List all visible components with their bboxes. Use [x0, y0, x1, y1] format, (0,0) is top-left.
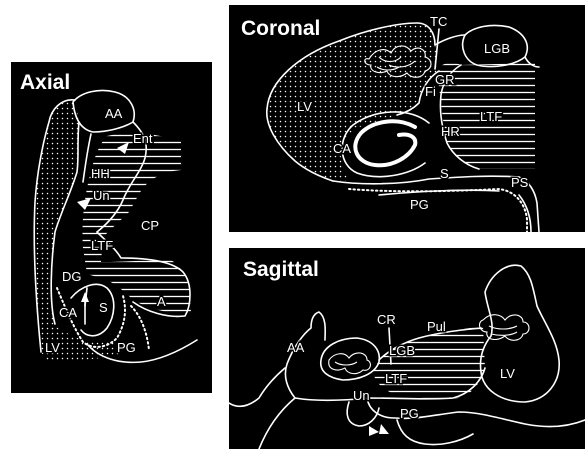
axial-label-pg: PG	[117, 340, 136, 355]
axial-label-aa: AA	[105, 106, 123, 121]
sagittal-choroid-plexus-left	[329, 353, 371, 374]
coronal-diagram: Coronal TC LGB GR Fi LV LTF HR CA S PS P…	[229, 5, 585, 232]
axial-label-a: A	[157, 294, 166, 309]
sagittal-arrowhead-1	[369, 426, 379, 436]
sagittal-diagram: Sagittal CR Pul AA LGB LTF LV Un PG	[229, 248, 585, 449]
sagittal-label-ltf: LTF	[385, 371, 407, 386]
sagittal-label-pul: Pul	[427, 319, 446, 334]
axial-label-hh: HH	[91, 166, 110, 181]
axial-label-ca: CA	[59, 305, 77, 320]
axial-label-cp: CP	[141, 218, 159, 233]
coronal-label-lgb: LGB	[484, 41, 510, 56]
sagittal-label-lgb: LGB	[389, 343, 415, 358]
coronal-label-pg: PG	[410, 197, 429, 212]
coronal-title: Coronal	[241, 17, 320, 40]
axial-aa-region	[73, 90, 134, 132]
axial-label-ent: Ent	[133, 131, 153, 146]
coronal-label-tc: TC	[430, 14, 447, 29]
coronal-lateral-ventricle-region	[266, 23, 439, 181]
axial-label-un: Un	[93, 188, 110, 203]
sagittal-title: Sagittal	[243, 258, 319, 281]
sagittal-label-pg: PG	[400, 406, 419, 421]
axial-panel: Axial AA Ent HH Un CP LTF DG CA S A LV P…	[11, 62, 212, 393]
axial-ltf-region	[82, 131, 191, 314]
axial-label-ltf: LTF	[91, 238, 113, 253]
axial-title: Axial	[20, 71, 70, 94]
coronal-hippocampus-curl	[355, 121, 415, 165]
axial-label-dg: DG	[62, 269, 82, 284]
sagittal-panel: Sagittal CR Pul AA LGB LTF LV Un PG	[229, 248, 585, 449]
coronal-label-fi: Fi	[425, 84, 436, 99]
sagittal-label-un: Un	[353, 388, 370, 403]
sagittal-label-cr: CR	[377, 312, 396, 327]
sagittal-choroid-plexus-right	[480, 315, 529, 341]
coronal-label-ps: PS	[511, 175, 529, 190]
coronal-label-ltf: LTF	[480, 109, 502, 124]
sagittal-label-lv: LV	[500, 366, 515, 381]
axial-diagram: Axial AA Ent HH Un CP LTF DG CA S A LV P…	[11, 62, 212, 393]
sagittal-label-aa: AA	[287, 340, 305, 355]
sagittal-lateral-ventricle-region	[480, 265, 559, 402]
axial-label-s: S	[99, 300, 108, 315]
coronal-label-ca: CA	[333, 141, 351, 156]
coronal-label-gr: GR	[435, 72, 455, 87]
coronal-panel: Coronal TC LGB GR Fi LV LTF HR CA S PS P…	[229, 5, 585, 232]
coronal-label-s: S	[440, 166, 449, 181]
sagittal-arrowhead-2	[379, 424, 389, 434]
axial-label-lv: LV	[45, 340, 60, 355]
coronal-label-hr: HR	[441, 124, 460, 139]
coronal-label-lv: LV	[297, 99, 312, 114]
